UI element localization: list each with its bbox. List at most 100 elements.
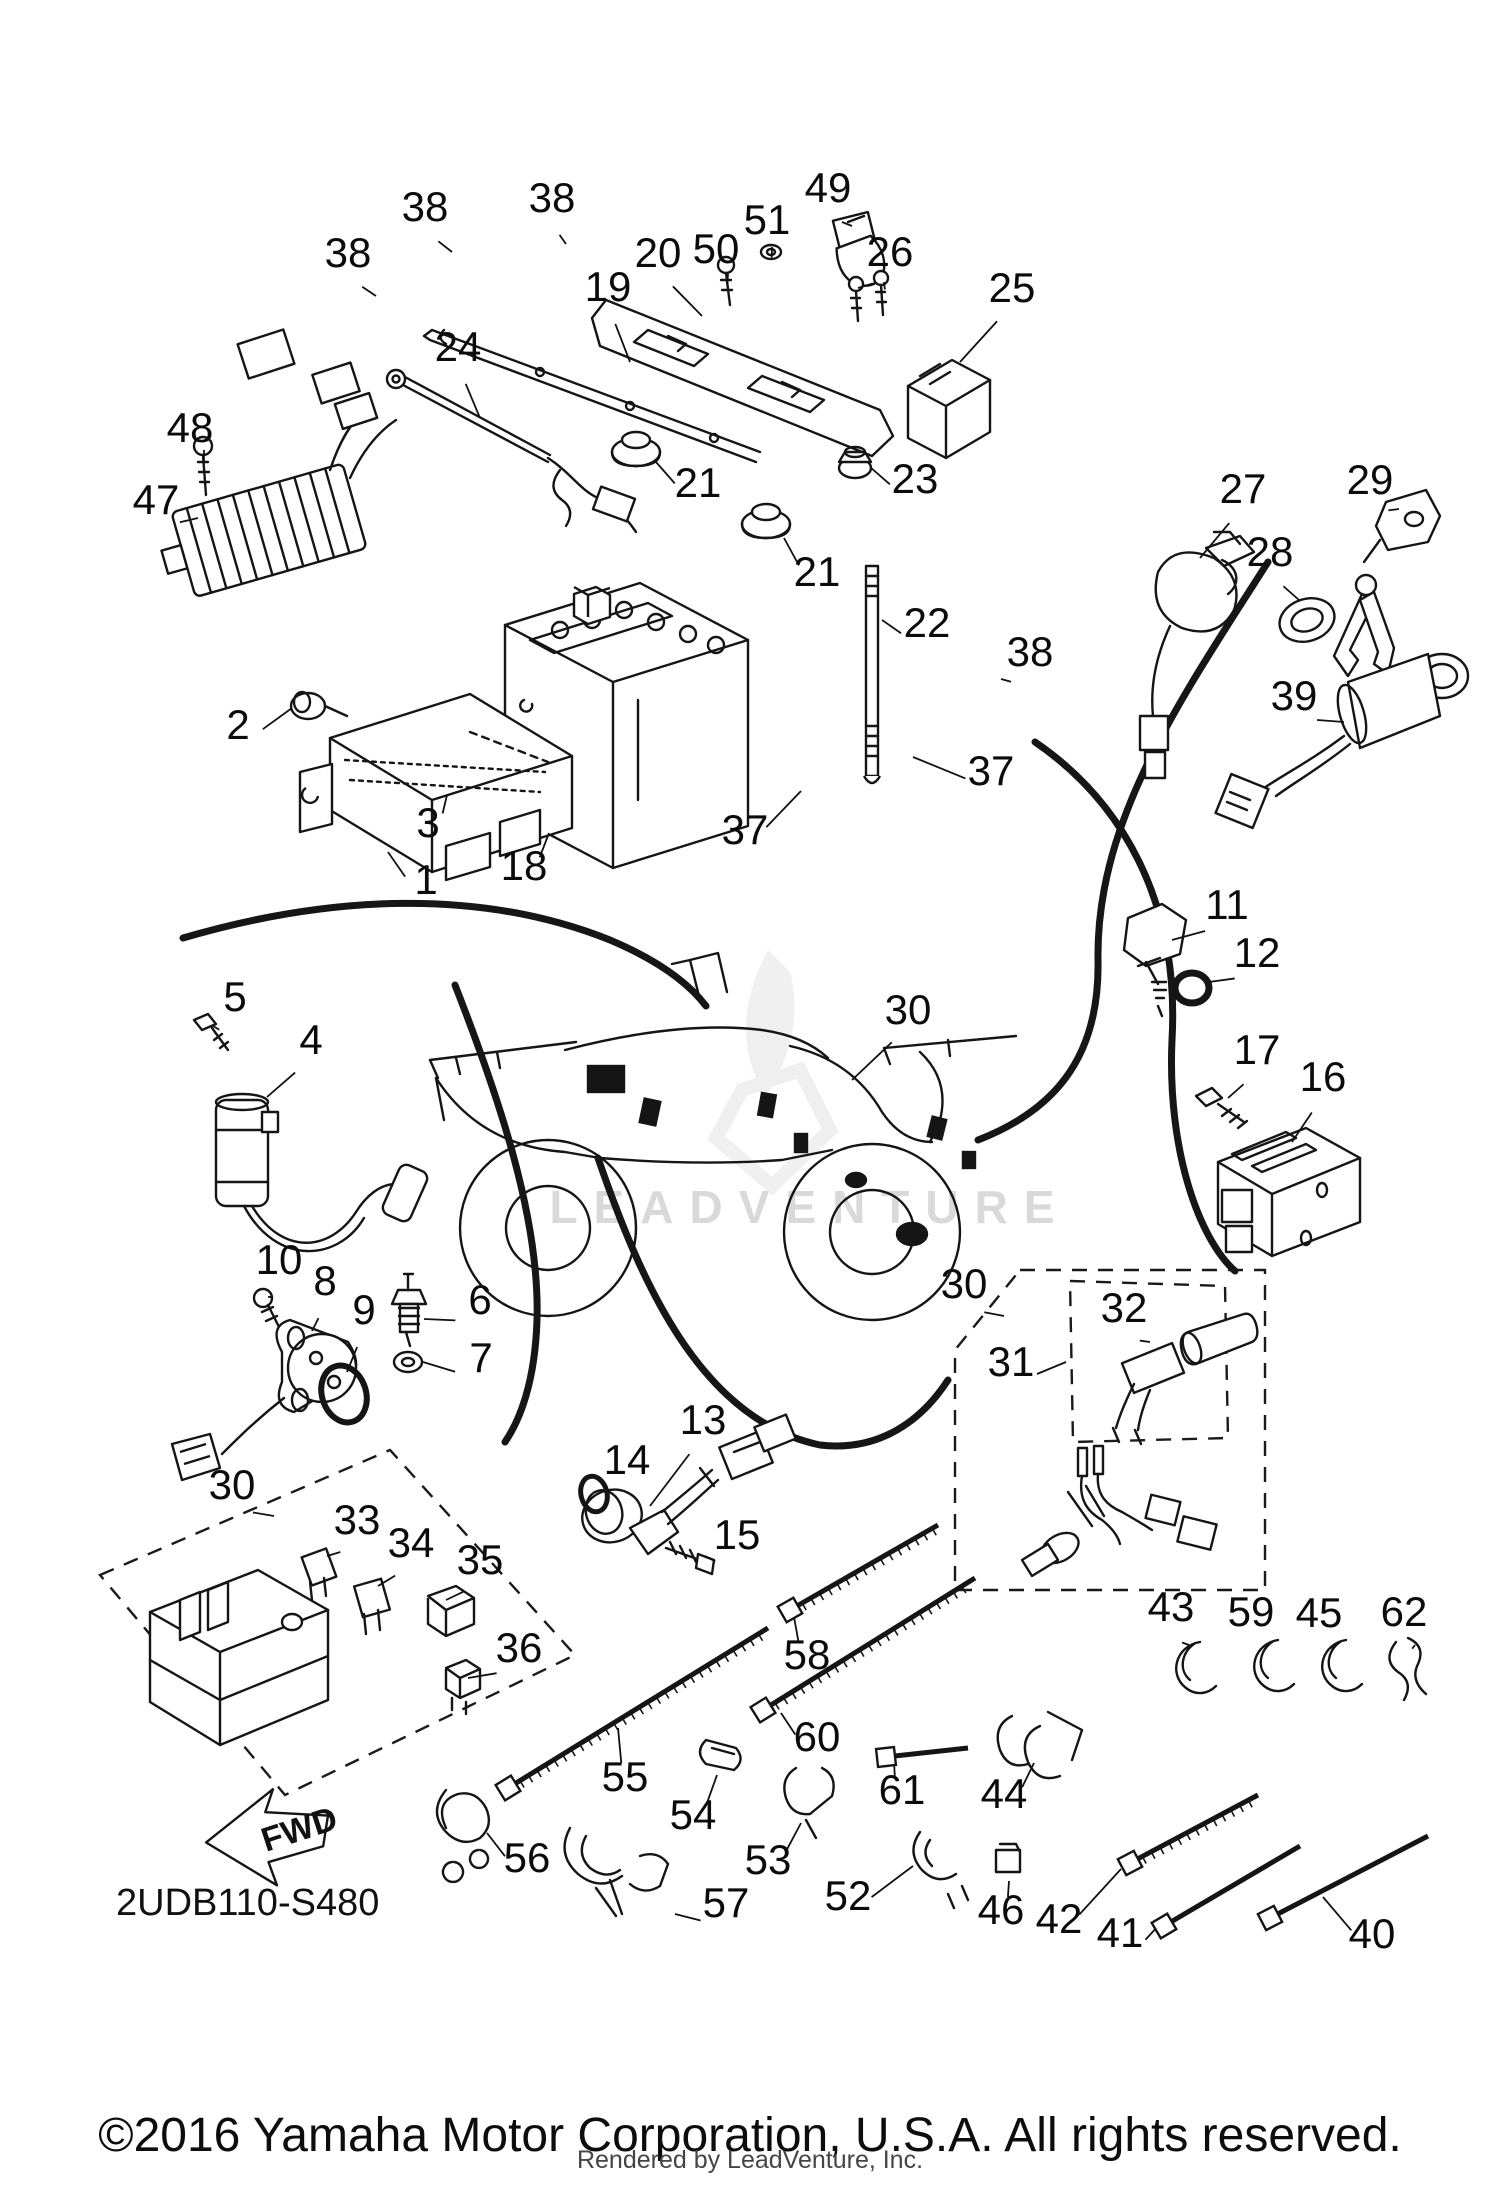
part-callout-41: 41: [1097, 1909, 1144, 1956]
leader-line: [881, 619, 902, 635]
leader-line: [1388, 508, 1400, 512]
part-callout-55: 55: [602, 1753, 649, 1800]
part-callout-27: 27: [1220, 465, 1267, 512]
oring-14-drawing: [578, 1473, 610, 1515]
sensor-11-drawing: [1122, 902, 1188, 1018]
part-callout-61: 61: [879, 1766, 926, 1813]
sensor-8-drawing: [170, 1318, 358, 1482]
part-callout-24: 24: [435, 323, 482, 370]
leader-line: [377, 1574, 396, 1587]
leader-line: [959, 320, 998, 363]
part-callout-2: 2: [226, 701, 249, 748]
bolts-26-drawing: [847, 269, 890, 323]
part-callout-8: 8: [313, 1257, 336, 1304]
cable-tie-drawing: [493, 1625, 770, 1803]
fuse-35-drawing: [426, 1584, 476, 1638]
rail-19-drawing: [422, 328, 762, 464]
leader-line: [266, 1071, 296, 1098]
part-callout-51: 51: [744, 196, 791, 243]
clip-drawing: [563, 1826, 670, 1918]
part-callout-47: 47: [133, 476, 180, 523]
leader-line: [1411, 1644, 1416, 1650]
main-switch-27-drawing: [1138, 530, 1256, 780]
part-callout-42: 42: [1036, 1895, 1083, 1942]
leader-line: [422, 1361, 456, 1373]
leader-line: [1181, 1641, 1190, 1646]
part-callout-49: 49: [805, 164, 852, 211]
leader-line: [464, 383, 481, 419]
leader-line: [1078, 1868, 1122, 1916]
part-callout-56: 56: [504, 1834, 551, 1881]
part-callout-28: 28: [1247, 528, 1294, 575]
leader-line: [1282, 585, 1300, 601]
part-callout-3: 3: [416, 799, 439, 846]
clip-drawing: [994, 1842, 1022, 1874]
part-callout-52: 52: [825, 1872, 872, 1919]
clamp-drawing: [1175, 1640, 1218, 1695]
part-callout-34: 34: [388, 1519, 435, 1566]
leader-line: [841, 221, 853, 227]
rod-22-drawing: [862, 564, 882, 785]
part-callout-11: 11: [1205, 881, 1249, 928]
leader-line: [1036, 1361, 1067, 1375]
leader-line: [326, 1551, 341, 1557]
cable-tie-drawing: [1116, 1792, 1260, 1877]
clip-drawing: [698, 1738, 742, 1772]
leader-line: [423, 1318, 456, 1322]
leader-line: [1208, 977, 1235, 983]
fuse-32-drawing: [1111, 1312, 1259, 1446]
leader-line: [783, 537, 800, 566]
leader-line: [1007, 1880, 1010, 1897]
clip-drawing: [996, 1710, 1084, 1780]
bolt-15-drawing: [664, 1540, 716, 1576]
part-callout-37: 37: [722, 806, 769, 853]
leader-line: [252, 1511, 275, 1517]
leader-line: [1139, 1339, 1151, 1343]
part-callout-10: 10: [256, 1236, 303, 1283]
fwd-arrow: FWD: [204, 1788, 342, 1887]
part-callout-39: 39: [1271, 672, 1318, 719]
rendered-by-credit: Rendered by LeadVenture, Inc.: [576, 2146, 924, 2174]
leader-line: [1171, 930, 1206, 941]
leader-line: [486, 1832, 506, 1857]
leader-line: [558, 234, 567, 245]
mount-21a-drawing: [610, 430, 662, 468]
leader-line: [617, 1727, 623, 1764]
part-callout-33: 33: [334, 1496, 381, 1543]
washer-7-drawing: [392, 1350, 424, 1374]
leader-line: [655, 461, 676, 484]
part-callout-50: 50: [693, 225, 740, 272]
leader-line: [1317, 719, 1345, 723]
coil-4-drawing: [214, 1092, 429, 1253]
part-callout-44: 44: [981, 1770, 1028, 1817]
part-callout-19: 19: [585, 263, 632, 310]
leader-line: [441, 794, 448, 814]
group-30-fusebox-dashed-box: [98, 1448, 577, 1797]
harness-24-drawing: [385, 368, 638, 534]
leader-line: [346, 1346, 358, 1373]
part-callout-5: 5: [223, 973, 246, 1020]
bolt-17-drawing: [1194, 1086, 1249, 1130]
leader-line: [784, 1822, 802, 1854]
part-callout-23: 23: [892, 455, 939, 502]
bracket-20-drawing: [590, 298, 895, 458]
part-callout-16: 16: [1300, 1053, 1347, 1100]
part-callout-29: 29: [1347, 456, 1394, 503]
leader-line: [1227, 1083, 1245, 1099]
part-callout-4: 4: [299, 1016, 322, 1063]
cable-tie-drawing: [748, 1575, 977, 1725]
part-callout-15: 15: [714, 1511, 761, 1558]
key-29-drawing: [1332, 488, 1442, 678]
leader-line: [726, 273, 729, 285]
part-callout-18: 18: [501, 842, 548, 889]
part-callout-53: 53: [745, 1836, 792, 1883]
part-callout-30: 30: [885, 986, 932, 1033]
part-callout-59: 59: [1228, 1588, 1275, 1635]
part-callout-21: 21: [675, 459, 722, 506]
part-callout-20: 20: [635, 229, 682, 276]
part-callout-26: 26: [867, 228, 914, 275]
bolt-5-drawing: [192, 1012, 230, 1052]
part-callout-60: 60: [794, 1713, 841, 1760]
leader-line: [780, 1712, 797, 1736]
